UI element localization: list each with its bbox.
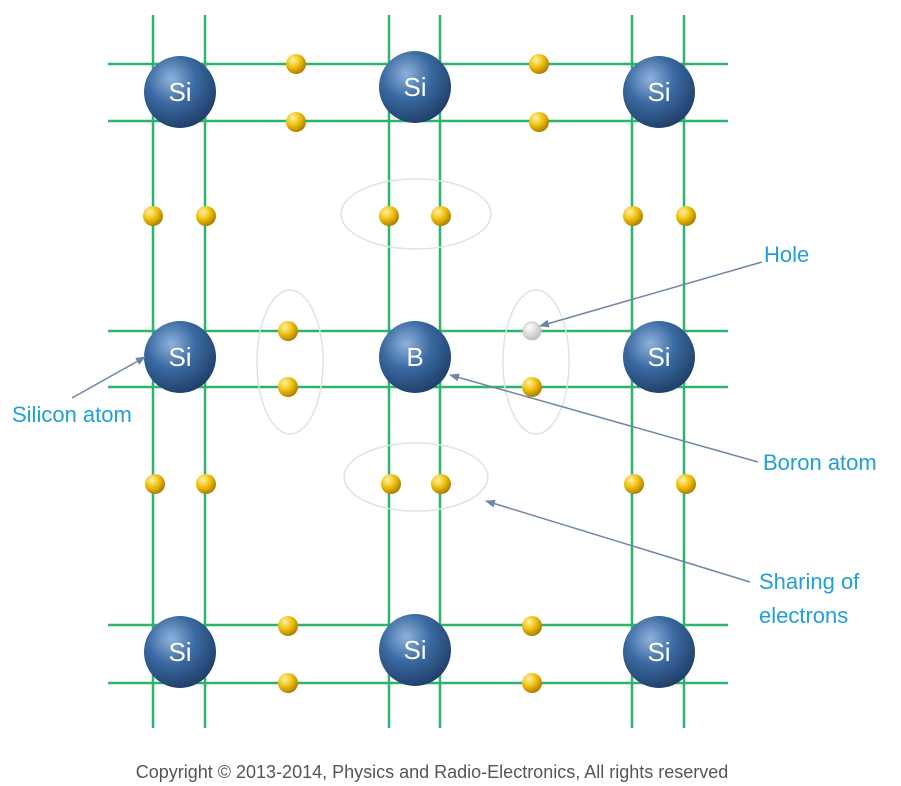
atom-label: Si [168, 77, 191, 107]
silicon-atom-label: Silicon atom [12, 402, 132, 427]
electron [278, 377, 298, 397]
atom-label: Si [168, 342, 191, 372]
silicon-atom-arrow [71, 356, 146, 399]
boron-atom: B [379, 321, 451, 393]
electron [431, 474, 451, 494]
boron-atom-label: Boron atom [763, 450, 877, 475]
sharing-ellipse [256, 289, 324, 435]
electron [522, 616, 542, 636]
electron [278, 673, 298, 693]
electrons [143, 54, 696, 693]
silicon-atom: Si [379, 51, 451, 123]
electron [196, 474, 216, 494]
electron [286, 112, 306, 132]
atoms: Si Si Si Si B Si Si Si [144, 51, 695, 688]
hole-label: Hole [764, 242, 809, 267]
electron [431, 206, 451, 226]
silicon-atom: Si [144, 321, 216, 393]
atom-label: Si [647, 637, 670, 667]
electron [624, 474, 644, 494]
electron [278, 321, 298, 341]
electron [676, 474, 696, 494]
silicon-atom: Si [623, 321, 695, 393]
atom-label: Si [647, 77, 670, 107]
electron [522, 673, 542, 693]
hole-arrow [539, 261, 763, 328]
atom-label: Si [403, 72, 426, 102]
sharing-ellipses [256, 178, 570, 512]
atom-label: Si [168, 637, 191, 667]
copyright-notice: Copyright © 2013-2014, Physics and Radio… [136, 762, 729, 782]
sharing-ellipse [340, 178, 492, 250]
silicon-atom: Si [623, 56, 695, 128]
sharing-ellipse [502, 289, 570, 435]
atom-label: Si [403, 635, 426, 665]
electron [286, 54, 306, 74]
silicon-atom: Si [623, 616, 695, 688]
electron [379, 206, 399, 226]
sharing-arrow [485, 499, 751, 583]
electron [381, 474, 401, 494]
atom-label: Si [647, 342, 670, 372]
sharing-ellipse [343, 442, 489, 512]
electron [196, 206, 216, 226]
electron [623, 206, 643, 226]
hole [522, 321, 542, 341]
electron [529, 112, 549, 132]
electron [278, 616, 298, 636]
electron [529, 54, 549, 74]
atom-label: B [406, 342, 423, 372]
silicon-atom: Si [144, 616, 216, 688]
electron [145, 474, 165, 494]
electron [522, 377, 542, 397]
sharing-label-line1: Sharing of [759, 569, 860, 594]
electron [676, 206, 696, 226]
silicon-atom: Si [144, 56, 216, 128]
boron-atom-arrow [449, 373, 759, 463]
silicon-atom: Si [379, 614, 451, 686]
callout-arrows [71, 261, 763, 583]
electron [143, 206, 163, 226]
sharing-label-line2: electrons [759, 603, 848, 628]
